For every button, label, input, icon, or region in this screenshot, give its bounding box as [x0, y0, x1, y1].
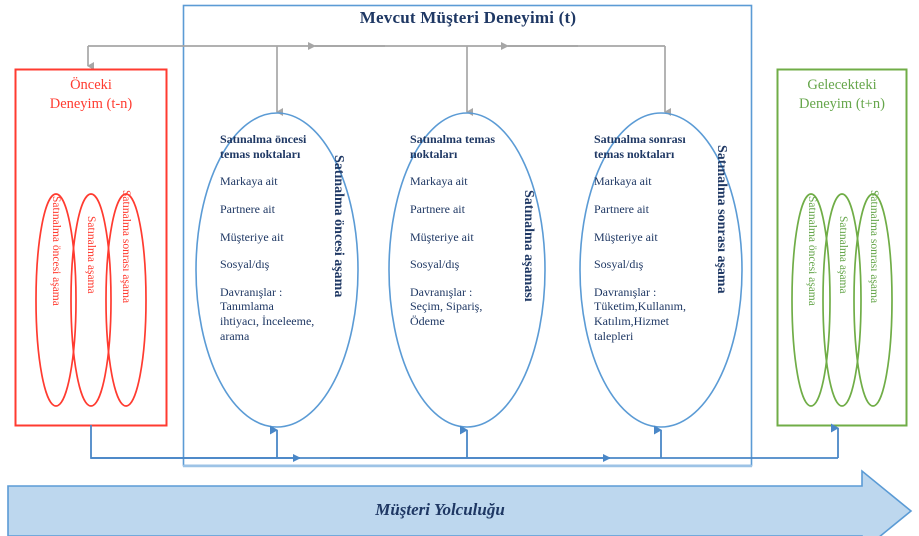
- behaviour-line: Tüketim,Kullanım,: [594, 299, 686, 314]
- previous-stage-label-3: Satınalma sonrası aşama: [120, 190, 132, 304]
- heading-line1: Satınalma temas: [410, 132, 495, 146]
- touchpoint-item: Partnere ait: [410, 201, 465, 216]
- behaviour-heading: Davranışlar :: [410, 284, 473, 299]
- touchpoint-item: Sosyal/dış: [594, 257, 644, 272]
- future-title-line1: Gelecekteki: [807, 77, 877, 93]
- behaviour-line: Katılım,Hizmet: [594, 314, 669, 328]
- behaviour-line: Ödeme: [410, 314, 445, 328]
- current-stage-2-heading: Satınalma temas noktaları: [410, 132, 534, 161]
- behaviour-line: arama: [220, 328, 250, 343]
- current-stage-2-behaviour: Davranışlar : Seçim, Sipariş, Ödeme: [410, 285, 534, 329]
- previous-experience-title: Önceki Deneyim (t-n): [16, 76, 166, 113]
- current-stage-3-body: Satınalma sonrası temas noktaları Markay…: [594, 132, 724, 343]
- future-stage-label-1: Satınalma öncesi aşama: [806, 196, 818, 306]
- current-stage-1-behaviour: Davranışlar : Tanımlama ihtiyacı, İncele…: [220, 285, 348, 344]
- top-connector-lines: [87, 42, 671, 116]
- previous-stage-label-1: Satınalma öncesi aşama: [50, 196, 62, 306]
- current-stage-1-heading: Satınalma öncesi temas noktaları: [220, 132, 348, 161]
- page-title: Mevcut Müşteri Deneyimi (t): [359, 8, 577, 27]
- future-experience-title: Gelecekteki Deneyim (t+n): [778, 76, 906, 113]
- future-stage-label-3: Satınalma sonrası aşama: [868, 190, 880, 304]
- heading-line1: Satınalma sonrası: [594, 132, 686, 146]
- current-stage-1-body: Satınalma öncesi temas noktaları Markaya…: [220, 132, 348, 343]
- heading-line2: temas noktaları: [220, 146, 301, 161]
- future-stage-label-2: Satınalma aşama: [837, 216, 849, 294]
- behaviour-line: talepleri: [594, 328, 634, 343]
- touchpoint-item: Partnere ait: [220, 201, 275, 216]
- current-stage-1-label: Satınalma öncesi aşama: [331, 155, 346, 298]
- behaviour-line: Tanımlama: [220, 299, 274, 314]
- heading-line2: temas noktaları: [594, 146, 675, 161]
- future-title-line2: Deneyim (t+n): [799, 95, 885, 112]
- touchpoint-item: Markaya ait: [220, 174, 278, 189]
- current-stage-2-body: Satınalma temas noktaları Markaya ait Pa…: [410, 132, 534, 329]
- previous-stage-label-2: Satınalma aşama: [85, 216, 97, 294]
- current-stage-2-label: Satınalma aşaması: [521, 190, 536, 302]
- heading-line2: noktaları: [410, 146, 458, 161]
- touchpoint-item: Sosyal/dış: [410, 257, 460, 272]
- touchpoint-item: Markaya ait: [594, 174, 652, 189]
- touchpoint-item: Müşteriye ait: [220, 229, 284, 244]
- behaviour-line: ihtiyacı, İnceleeme,: [220, 314, 315, 328]
- touchpoint-item: Müşteriye ait: [410, 229, 474, 244]
- customer-journey-label: Müşteri Yolculuğu: [375, 500, 505, 519]
- current-stage-3-behaviour: Davranışlar : Tüketim,Kullanım, Katılım,…: [594, 285, 724, 344]
- current-stage-3-label: Satınalma sonrası aşama: [714, 145, 729, 294]
- behaviour-heading: Davranışlar :: [220, 284, 283, 299]
- touchpoint-item: Markaya ait: [410, 174, 468, 189]
- current-stage-3-heading: Satınalma sonrası temas noktaları: [594, 132, 724, 161]
- behaviour-line: Seçim, Sipariş,: [410, 299, 483, 314]
- touchpoint-item: Sosyal/dış: [220, 257, 270, 272]
- bottom-flow-connectors: [90, 423, 839, 462]
- previous-title-line1: Önceki: [70, 77, 112, 93]
- heading-line1: Satınalma öncesi: [220, 132, 307, 146]
- touchpoint-item: Müşteriye ait: [594, 229, 658, 244]
- previous-title-line2: Deneyim (t-n): [49, 95, 133, 112]
- behaviour-heading: Davranışlar :: [594, 284, 657, 299]
- touchpoint-item: Partnere ait: [594, 201, 649, 216]
